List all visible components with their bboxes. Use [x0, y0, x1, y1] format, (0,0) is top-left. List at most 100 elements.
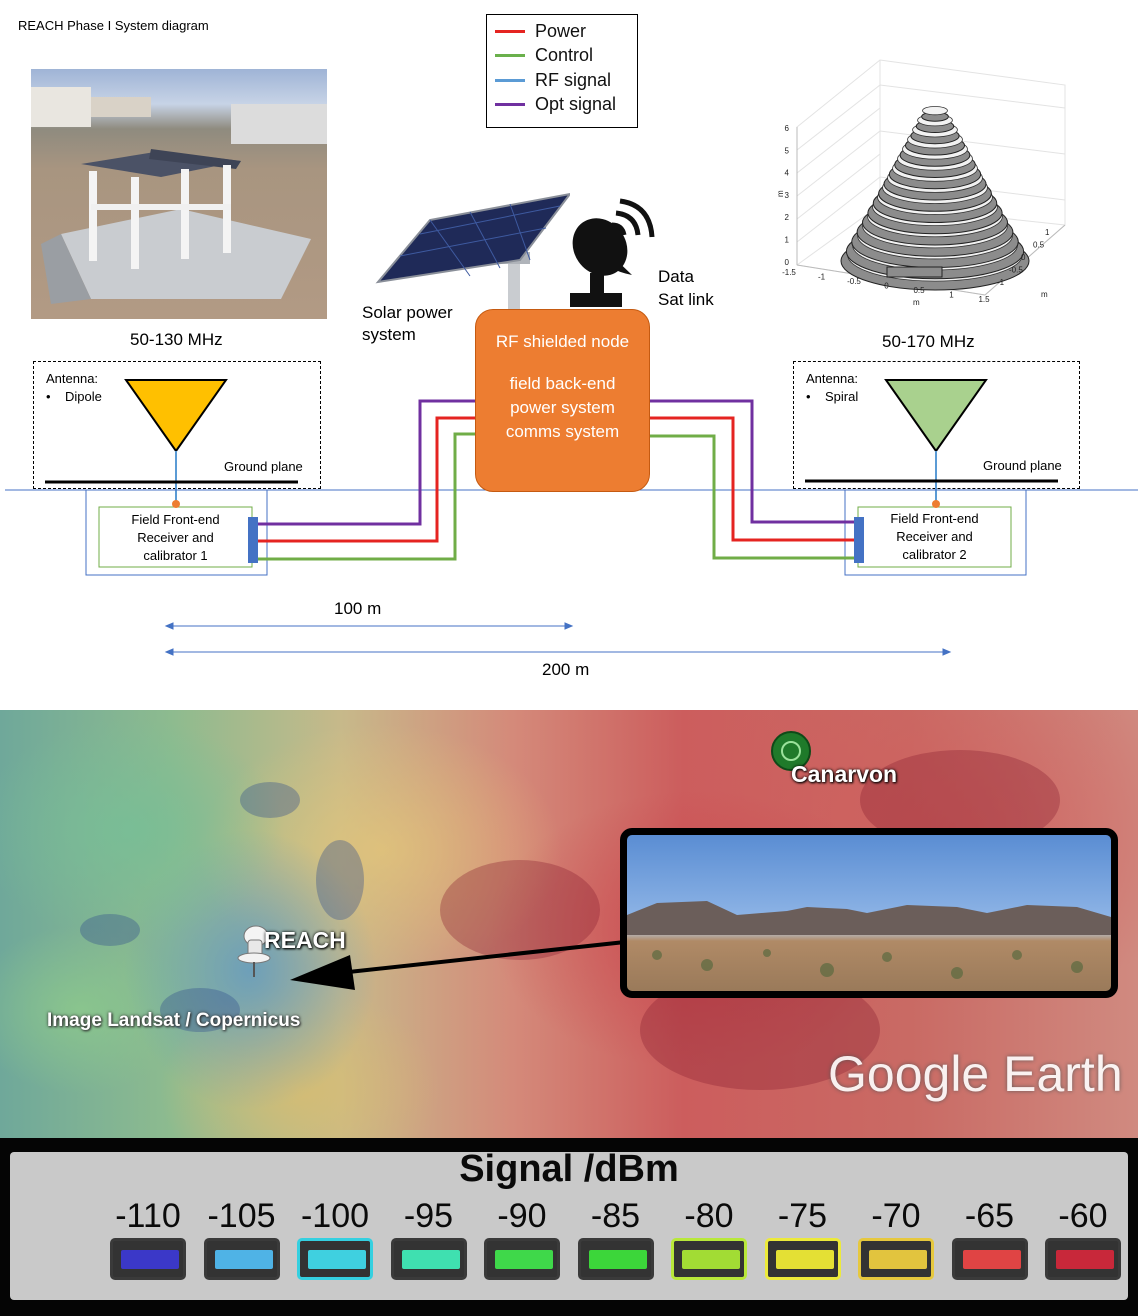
signal-legend: [0, 1138, 1138, 1316]
x-tick-label: 0.5: [913, 286, 925, 295]
signal-color-fill: [121, 1250, 179, 1269]
satlink-label-line-1: Data: [658, 267, 694, 286]
z-tick-label: 6: [785, 124, 790, 133]
signal-color-fill: [401, 1250, 460, 1269]
line-legend-item: Opt signal: [495, 94, 616, 116]
satlink-label: Data Sat link: [658, 265, 714, 311]
antenna-photo: [31, 69, 327, 319]
map-attribution: Image Landsat / Copernicus: [47, 1010, 301, 1031]
town-marker-icon: [771, 731, 811, 771]
signal-color-swatch: [297, 1238, 373, 1280]
z-tick-label: 0: [785, 258, 790, 267]
distance-200m: 200 m: [542, 660, 590, 679]
solar-label: Solar power system: [362, 302, 453, 346]
line-legend-item: Control: [495, 45, 593, 67]
x-tick-label: 1.5: [978, 295, 990, 304]
site-label: REACH: [264, 927, 346, 953]
right-antenna-type: • Spiral: [806, 389, 859, 404]
signal-color-swatch: [484, 1238, 560, 1280]
signal-color-fill: [869, 1250, 927, 1269]
dipole-antenna-icon: [124, 379, 228, 453]
left-antenna-type: • Dipole: [46, 389, 102, 404]
line-legend-item: Power: [495, 20, 586, 42]
right-antenna-type-text: Spiral: [825, 389, 859, 404]
right-frontend-label: Field Front-end Receiver and calibrator …: [858, 510, 1011, 564]
pushpin-icon: [237, 925, 271, 977]
y-tick-label: -1: [997, 278, 1005, 287]
signal-color-fill: [588, 1250, 647, 1269]
arrow-icon: [290, 940, 626, 990]
signal-color-fill: [775, 1250, 834, 1269]
signal-color-swatch: [1045, 1238, 1121, 1280]
left-antenna-title: Antenna:: [46, 371, 99, 386]
solar-label-line-1: Solar power: [362, 303, 453, 322]
line-legend-swatch: [495, 103, 525, 106]
signal-color-swatch: [110, 1238, 186, 1280]
z-axis-unit: m: [776, 190, 785, 197]
z-tick-label: 2: [785, 213, 790, 222]
signal-tick-label: -60: [1058, 1197, 1108, 1235]
y-tick-label: -0.5: [1009, 266, 1023, 275]
y-tick-label: 1: [1045, 228, 1050, 237]
solar-label-line-2: system: [362, 325, 416, 344]
left-antenna-box: Antenna: • Dipole Ground plane: [33, 361, 321, 489]
x-tick-label: -0.5: [847, 277, 861, 286]
left-ground-plane-label: Ground plane: [224, 459, 303, 474]
signal-tick-label: -85: [590, 1197, 641, 1235]
signal-color-swatch: [671, 1238, 747, 1280]
x-tick-label: 0: [884, 282, 889, 291]
y-tick-label: 0.5: [1033, 241, 1045, 250]
signal-color-fill: [495, 1250, 553, 1269]
right-frontend-line-3: calibrator 2: [902, 547, 967, 562]
right-frequency: 50-170 MHz: [882, 332, 975, 351]
line-legend-label: RF signal: [535, 69, 612, 90]
node-title: RF shielded node: [495, 332, 630, 351]
node-line-1: field back-end: [509, 374, 616, 393]
x-axis-unit: m: [913, 298, 920, 307]
z-tick-label: 4: [785, 169, 790, 178]
right-frontend-line-2: Receiver and: [896, 529, 973, 544]
spiral-antenna-icon: [884, 379, 988, 453]
node-line-2: power system: [510, 398, 615, 417]
node-line-3: comms system: [505, 422, 620, 441]
signal-color-fill: [962, 1250, 1021, 1269]
line-legend-label: Opt signal: [535, 94, 617, 114]
line-legend-swatch: [495, 78, 525, 82]
y-tick-label: 0: [1021, 253, 1026, 262]
satlink-label-line-2: Sat link: [658, 290, 714, 309]
signal-legend-title: Signal /dBm: [459, 1148, 679, 1190]
line-legend-label: Power: [535, 20, 587, 41]
line-legend-label: Control: [535, 45, 594, 65]
signal-tick-label: -100: [300, 1197, 370, 1235]
signal-color-fill: [682, 1250, 740, 1269]
line-legend-swatch: [495, 54, 525, 57]
x-tick-label: -1: [818, 273, 826, 282]
page-title: REACH Phase I System diagram: [18, 18, 209, 33]
coverage-map: Canarvon REACH Image Landsat / Copernicu…: [0, 710, 1138, 1138]
left-frontend-line-2: Receiver and: [137, 530, 214, 545]
signal-color-swatch: [390, 1238, 467, 1280]
left-antenna-type-text: Dipole: [65, 389, 102, 404]
solar-panel-icon: [375, 192, 570, 320]
signal-color-swatch: [764, 1238, 841, 1280]
right-antenna-title: Antenna:: [806, 371, 859, 386]
signal-color-fill: [308, 1250, 366, 1269]
signal-color-fill: [1056, 1250, 1114, 1269]
x-tick-label: -1.5: [782, 268, 796, 277]
signal-tick-label: -90: [497, 1197, 547, 1235]
z-tick-label: 5: [785, 146, 790, 155]
site-landscape-photo: [620, 828, 1118, 998]
signal-color-swatch: [858, 1238, 934, 1280]
satellite-dish-icon: [570, 198, 655, 307]
left-frequency: 50-130 MHz: [130, 330, 223, 349]
left-frontend-label: Field Front-end Receiver and calibrator …: [99, 511, 252, 565]
signal-tick-label: -75: [777, 1197, 828, 1235]
spiral-tail: [886, 266, 943, 278]
x-tick-label: 1: [949, 291, 954, 300]
rf-shielded-node: RF shielded node field back-end power sy…: [475, 309, 650, 492]
signal-tick-label: -70: [871, 1197, 921, 1235]
signal-color-fill: [214, 1250, 273, 1269]
